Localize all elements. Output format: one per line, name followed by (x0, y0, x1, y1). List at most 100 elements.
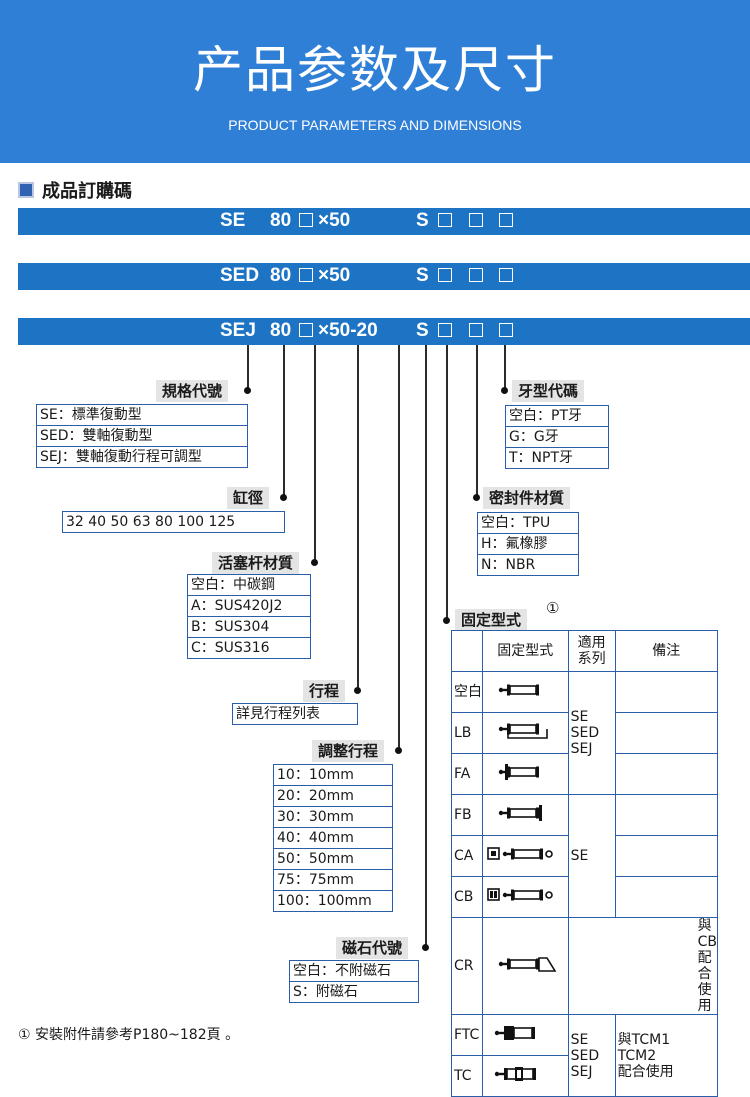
section-heading: 成品訂購碼 (18, 177, 132, 203)
mount-icon-cell (481, 712, 569, 754)
code-box (438, 213, 452, 227)
mount-icon-cell (481, 671, 569, 713)
row-code: FB (451, 794, 483, 836)
stroke-box: 詳見行程列表 (232, 703, 358, 725)
adjust-label: 調整行程 (312, 740, 385, 762)
spec-item: SE：標準復動型 (40, 407, 142, 423)
connector-line (476, 345, 478, 497)
connector-line (283, 345, 285, 497)
code-prefix: SED (220, 265, 260, 286)
rod-label: 活塞杆材質 (212, 552, 300, 574)
code-s: S (416, 265, 429, 286)
connector-line (314, 345, 316, 562)
header-series: 適用 系列 (567, 630, 616, 672)
connector-dot (280, 494, 287, 501)
note-cell (614, 712, 719, 754)
header-note: 備注 (614, 630, 719, 672)
row-code: CA (451, 835, 483, 877)
code-stroke: ×50 (318, 265, 351, 286)
row-code: CR (451, 917, 483, 1015)
cylinder-foot-icon (497, 722, 548, 739)
rod-item: A：SUS420J2 (188, 595, 310, 616)
mount-icon-cell (481, 794, 569, 836)
clevis-double-icon (487, 888, 553, 902)
connector-line (425, 345, 427, 947)
row-code: TC (451, 1055, 483, 1097)
magnet-label: 磁石代號 (336, 937, 409, 959)
clevis-bracket-icon (497, 957, 557, 972)
mount-label: 固定型式 (455, 609, 528, 631)
code-band-sed: SED 80 ×50 S (18, 263, 750, 290)
connector-line (446, 345, 448, 620)
code-bore: 80 (270, 265, 292, 286)
cylinder-basic-icon (497, 683, 540, 697)
mount-table: 固定型式 適用 系列 備注 空白 SE SED SEJ LB FA FB SE … (451, 630, 719, 1097)
connector-line (357, 345, 359, 690)
row-code: FTC (451, 1014, 483, 1056)
thread-box: 空白：PT牙 G：G牙 T：NPT牙 (505, 405, 609, 469)
seal-item: H：氟橡膠 (478, 533, 578, 554)
section-title: 成品訂購碼 (42, 181, 132, 202)
code-band-sej: SEJ 80 ×50-20 S (18, 318, 750, 345)
note-cell (614, 753, 719, 795)
bore-box: 32 40 50 63 80 100 125 (62, 511, 285, 533)
code-prefix: SEJ (220, 320, 256, 341)
mount-icon-cell (481, 1014, 569, 1056)
rod-box: 空白：中碳鋼 A：SUS420J2 B：SUS304 C：SUS316 (187, 574, 311, 659)
seal-item: 空白：TPU (481, 515, 551, 531)
connector-dot (311, 559, 318, 566)
code-box (438, 323, 452, 337)
code-box (299, 213, 313, 227)
header-type: 固定型式 (481, 630, 569, 672)
connector-dot (354, 687, 361, 694)
code-box (499, 323, 513, 337)
code-s: S (416, 320, 429, 341)
rod-item: 空白：中碳鋼 (191, 577, 275, 593)
adjust-item: 100：100mm (274, 890, 392, 911)
code-bore: 80 (270, 320, 292, 341)
series-cell: SE SED SEJ (567, 671, 616, 795)
spec-label: 規格代號 (156, 380, 229, 402)
adjust-box: 10：10mm 20：20mm 30：30mm 40：40mm 50：50mm … (273, 764, 393, 912)
trunnion-front-icon (494, 1026, 535, 1040)
rod-item: B：SUS304 (188, 616, 310, 637)
code-band-se: SE 80 ×50 S (18, 208, 750, 235)
trunnion-center-icon (494, 1067, 536, 1081)
magnet-box: 空白：不附磁石 S：附磁石 (289, 960, 419, 1003)
connector-dot (473, 494, 480, 501)
code-box (469, 323, 483, 337)
bore-label: 缸徑 (227, 487, 270, 509)
spec-box: SE：標準復動型 SED：雙軸復動型 SEJ：雙軸復動行程可調型 (36, 404, 248, 468)
seal-label: 密封件材質 (483, 487, 571, 509)
code-s: S (416, 210, 429, 231)
cylinder-front-flange-icon (497, 764, 540, 780)
header-blank (451, 630, 483, 672)
row-code: FA (451, 753, 483, 795)
code-stroke: ×50-20 (318, 320, 378, 341)
code-box (299, 323, 313, 337)
mount-icon-cell (481, 917, 569, 1015)
adjust-item: 75：75mm (274, 869, 392, 890)
code-stroke: ×50 (318, 210, 351, 231)
note-cell (614, 794, 719, 836)
mount-icon-cell (481, 835, 569, 877)
connector-dot (244, 387, 251, 394)
clevis-single-icon (487, 847, 553, 861)
cylinder-rear-flange-icon (497, 805, 542, 821)
mount-icon-cell (481, 753, 569, 795)
note-cell (614, 671, 719, 713)
connector-line (504, 345, 506, 390)
seal-box: 空白：TPU H：氟橡膠 N：NBR (477, 512, 579, 576)
connector-line (398, 345, 400, 750)
spec-item: SED：雙軸復動型 (37, 425, 247, 446)
code-prefix: SE (220, 210, 246, 231)
mount-icon-cell (481, 876, 569, 918)
adjust-item: 40：40mm (274, 827, 392, 848)
note-cell: 與CB配合 使用 (567, 917, 719, 1015)
seal-item: N：NBR (478, 554, 578, 575)
code-box (299, 268, 313, 282)
series-cell: SE (567, 794, 616, 918)
code-box (499, 268, 513, 282)
row-code: 空白 (451, 671, 483, 713)
square-bullet-icon (18, 182, 34, 198)
